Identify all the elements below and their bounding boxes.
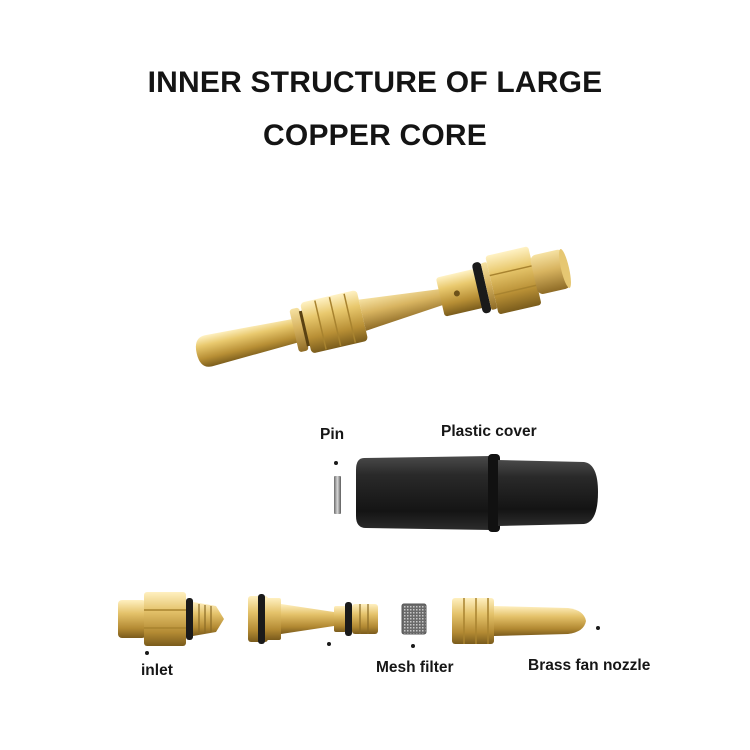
page-title-line-1: INNER STRUCTURE OF LARGE [147,66,603,99]
brass-fan-nozzle-marker-dot [596,626,600,630]
mesh-filter-label: Mesh filter [376,659,454,676]
inlet-label: inlet [141,662,173,679]
pin-image [334,476,341,514]
brass-fan-nozzle-image [452,598,586,644]
pin-label: Pin [320,426,345,443]
plastic-cover-label: Plastic cover [441,423,537,440]
page-title-line-2: COPPER CORE [263,119,487,152]
inlet-marker-dot [145,651,149,655]
inlet-image [118,592,224,646]
pin-marker-dot [334,461,338,465]
brass-fan-nozzle-label: Brass fan nozzle [528,657,651,674]
assembled-copper-core-image [195,246,571,367]
mesh-filter-image [401,603,427,635]
plastic-cover-image [356,454,598,532]
valve-body-image [248,594,378,644]
valve-body-marker-dot [327,642,331,646]
mesh-filter-marker-dot [411,644,415,648]
